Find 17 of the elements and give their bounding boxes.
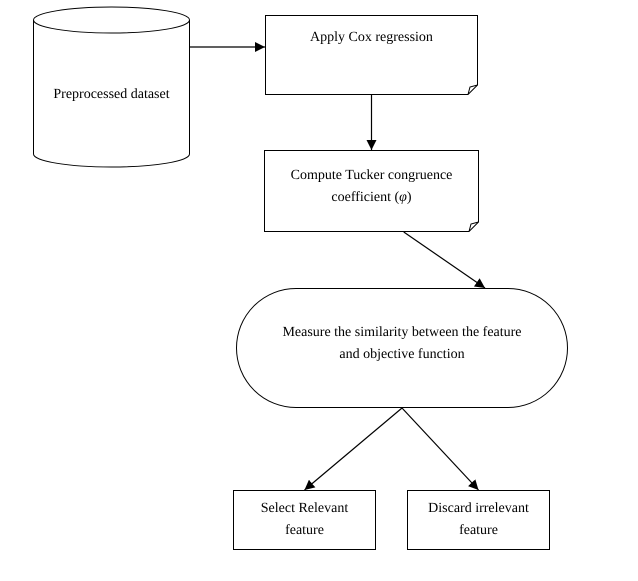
document-box [264, 150, 479, 232]
node-label: Measure the similarity between the feature and objective function [281, 324, 523, 364]
arrow [402, 408, 479, 490]
node-label: Discard irrelevant feature [427, 500, 530, 540]
process-box [407, 490, 550, 550]
node-label: Compute Tucker congruence coefficient (φ) [290, 167, 454, 207]
node-label: Preprocessed dataset [53, 86, 170, 104]
process-box [233, 490, 376, 550]
database-cylinder [33, 7, 190, 167]
node-label: Select Relevant feature [260, 500, 350, 540]
arrow [190, 42, 265, 52]
terminal-shape [236, 288, 568, 408]
arrow [304, 408, 402, 490]
node-label: Apply Cox regression [310, 29, 433, 48]
arrow [403, 232, 486, 288]
arrow [366, 95, 376, 150]
document-box [265, 15, 478, 95]
